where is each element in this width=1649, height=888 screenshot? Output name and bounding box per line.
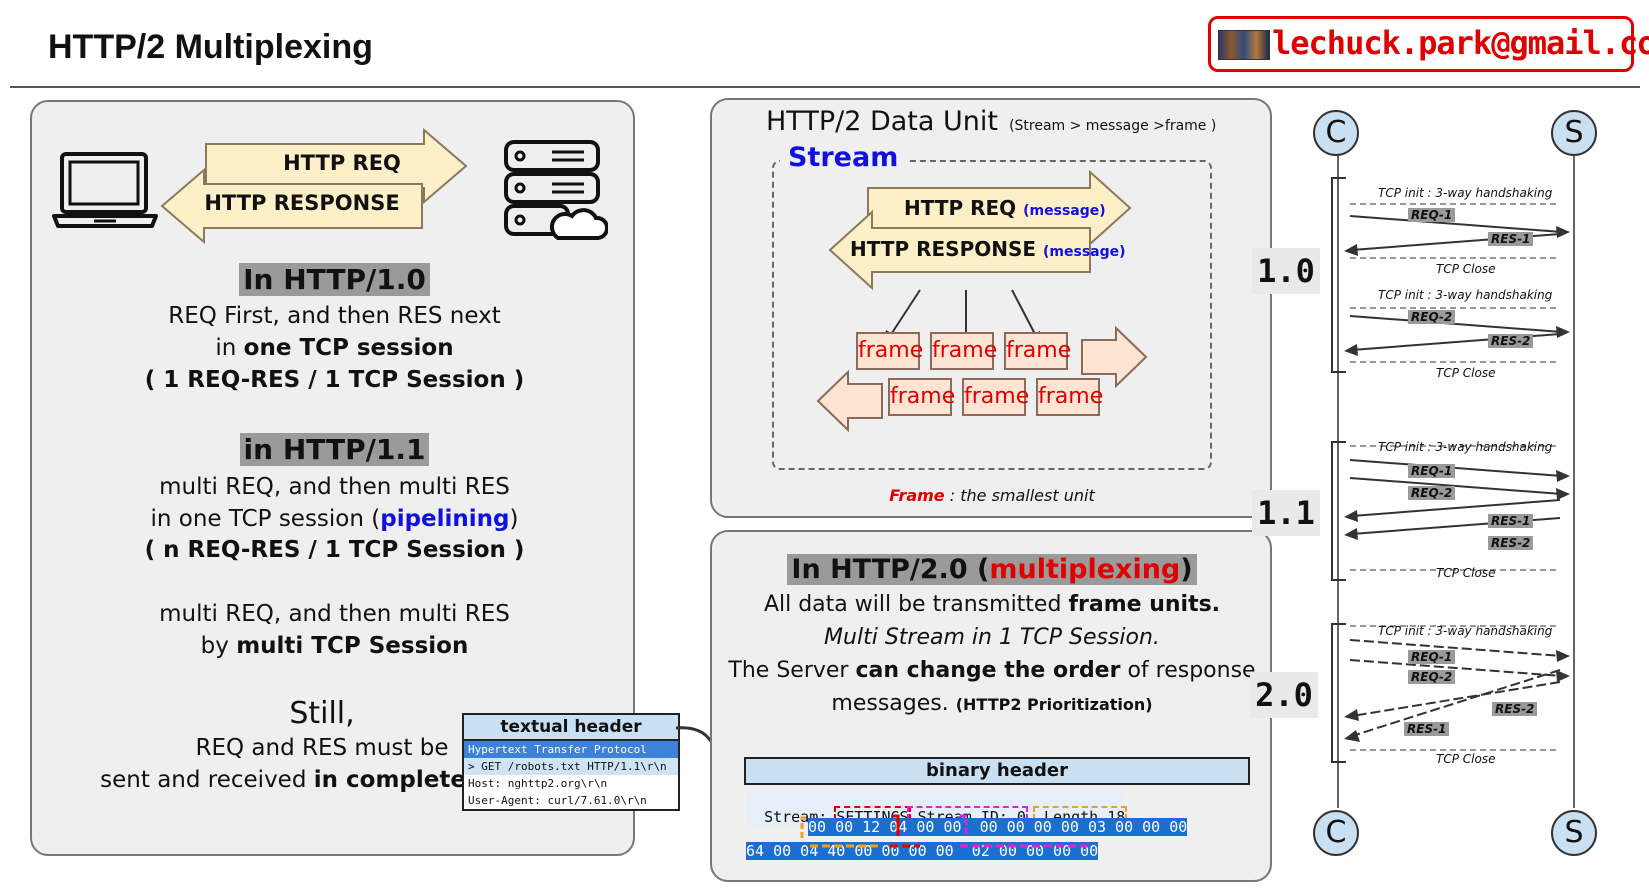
message-arrows: [828, 170, 1132, 291]
msg-req-2: REQ-2: [1408, 670, 1456, 684]
data-unit-title: HTTP/2 Data Unit (Stream > message >fram…: [766, 106, 1217, 137]
title-divider: [10, 86, 1640, 88]
msg-res-2: RES-2: [1492, 702, 1538, 716]
req-res-arrows: [160, 128, 468, 245]
still-line1: REQ and RES must be: [195, 735, 449, 761]
msg-res-2: RES-2: [1488, 334, 1534, 348]
frame-left-arrow: [816, 370, 883, 432]
textual-header-line: Host: nghttp2.org\r\n: [468, 777, 608, 790]
http11-line1: multi REQ, and then multi RES: [159, 474, 510, 500]
msg-req-1: REQ-1: [1408, 650, 1456, 664]
page-title: HTTP/2 Multiplexing: [48, 28, 373, 66]
textual-header-line: > GET /robots.txt HTTP/1.1\r\n: [464, 758, 678, 775]
binary-header-title: binary header: [744, 757, 1250, 785]
frame-block: frame: [888, 378, 955, 416]
http10-heading: In HTTP/1.0: [239, 263, 430, 296]
tcp-close-label: TCP Close: [1436, 262, 1496, 276]
http2-line1: All data will be transmitted frame units…: [763, 592, 1221, 617]
http10-line2: in one TCP session: [215, 335, 454, 361]
textual-header-box: textual header Hypertext Transfer Protoc…: [462, 713, 680, 811]
http-req-message: HTTP REQ (message): [904, 196, 1106, 220]
tcp-close-label: TCP Close: [1436, 752, 1496, 766]
msg-res-1: RES-1: [1488, 232, 1534, 246]
http-response-message: HTTP RESPONSE (message): [850, 237, 1126, 261]
data-unit-panel: HTTP/2 Data Unit (Stream > message >fram…: [710, 98, 1272, 518]
stream-box: [772, 160, 1212, 470]
http2-line3: The Server can change the order of respo…: [728, 658, 1256, 683]
client-node-bottom: C: [1313, 810, 1359, 856]
frame-block: frame: [856, 332, 923, 370]
http10-line3: ( 1 REQ-RES / 1 TCP Session ): [144, 367, 525, 393]
author-badge: [1208, 16, 1634, 72]
server-cloud-icon: [504, 140, 608, 240]
http-req-arrow-label: HTTP REQ: [283, 151, 401, 175]
laptop-icon: [52, 152, 158, 228]
stream-label: Stream: [780, 142, 907, 173]
sequence-lines: [1331, 152, 1575, 808]
http11-heading: in HTTP/1.1: [239, 433, 430, 466]
frame-block: frame: [962, 378, 1029, 416]
tcp-init-label: TCP init : 3-way handshaking: [1378, 624, 1553, 638]
msg-req-2: REQ-2: [1408, 486, 1456, 500]
textual-header-title: textual header: [464, 715, 678, 741]
http11-line4: multi REQ, and then multi RES: [159, 601, 510, 627]
tcp-init-label: TCP init : 3-way handshaking: [1378, 440, 1553, 454]
msg-res-2: RES-2: [1488, 536, 1534, 550]
msg-res-1: RES-1: [1404, 722, 1450, 736]
tcp-close-label: TCP Close: [1436, 566, 1496, 580]
server-node-bottom: S: [1551, 810, 1597, 856]
author-avatar: [1218, 30, 1270, 60]
tcp-init-label: TCP init : 3-way handshaking: [1378, 288, 1553, 302]
binary-hex-row: 00 00 12 04 00 00 00 00 00 00 03 00 00 0…: [808, 818, 1188, 836]
http2-heading: In HTTP/2.0 (multiplexing): [712, 554, 1272, 585]
frame-caption: Frame : the smallest unit: [889, 486, 1095, 505]
http2-line4: messages. (HTTP2 Prioritization): [831, 691, 1153, 716]
version-label-2-0: 2.0: [1250, 672, 1318, 718]
tcp-close-label: TCP Close: [1436, 366, 1496, 380]
server-node-top: S: [1551, 110, 1597, 156]
textual-header-line: User-Agent: curl/7.61.0\r\n: [468, 794, 647, 807]
http11-line5: by multi TCP Session: [200, 633, 469, 659]
msg-res-1: RES-1: [1488, 514, 1534, 528]
msg-req-2: REQ-2: [1408, 310, 1456, 324]
frame-block: frame: [1036, 378, 1103, 416]
http11-line3: ( n REQ-RES / 1 TCP Session ): [144, 537, 525, 563]
tcp-init-label: TCP init : 3-way handshaking: [1378, 186, 1553, 200]
http2-line2: Multi Stream in 1 TCP Session.: [824, 625, 1160, 650]
msg-req-1: REQ-1: [1408, 208, 1456, 222]
http-response-arrow-label: HTTP RESPONSE: [204, 191, 400, 215]
hex-field-markers: [800, 814, 1090, 848]
still-label: Still,: [289, 696, 355, 731]
client-node-top: C: [1313, 110, 1359, 156]
frame-right-arrow: [1081, 326, 1148, 388]
msg-req-1: REQ-1: [1408, 464, 1456, 478]
http10-line1: REQ First, and then RES next: [168, 303, 501, 329]
frame-block: frame: [930, 332, 997, 370]
author-email: lechuck.park@gmail.com: [1272, 24, 1649, 62]
textual-header-line: Hypertext Transfer Protocol: [464, 741, 678, 758]
http11-line2: in one TCP session (pipelining): [150, 506, 519, 532]
version-label-1-1: 1.1: [1252, 490, 1320, 536]
version-label-1-0: 1.0: [1252, 248, 1320, 294]
frame-block: frame: [1004, 332, 1071, 370]
